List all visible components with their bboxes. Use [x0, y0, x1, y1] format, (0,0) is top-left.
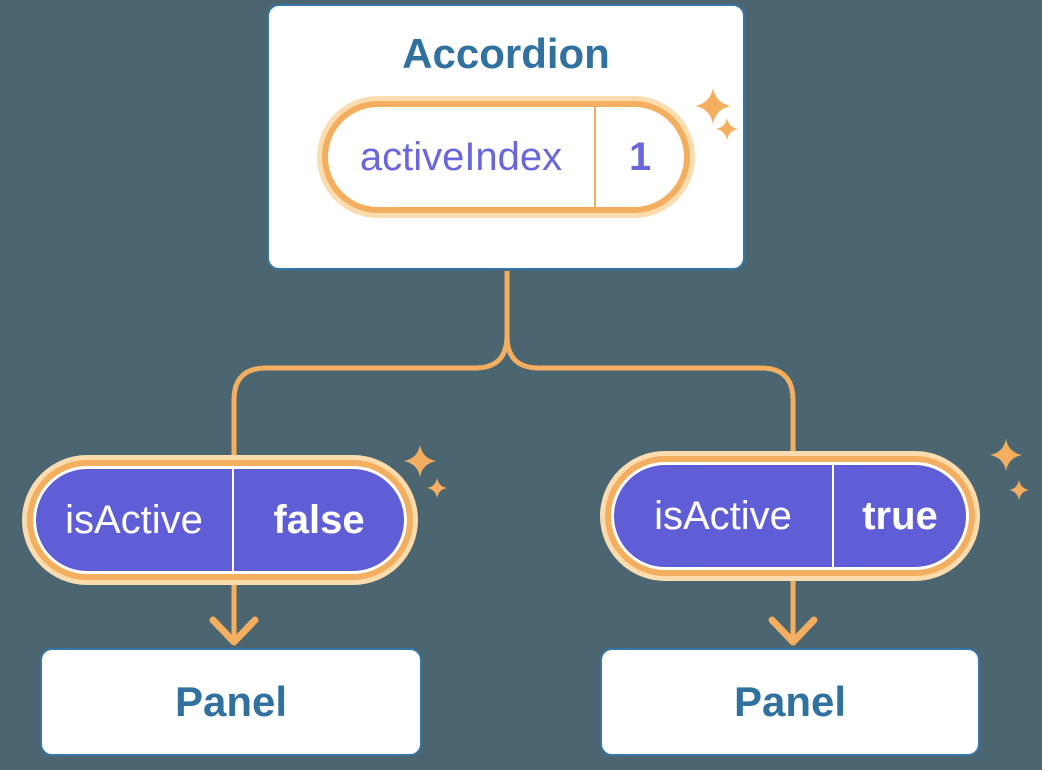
prop-pill-ring: isActive false — [27, 460, 413, 580]
sparkle-icon — [404, 445, 436, 477]
prop-pill-left: isActive false — [22, 455, 418, 585]
accordion-title: Accordion — [402, 30, 610, 77]
pill-divider — [232, 469, 234, 571]
prop-value-label: true — [862, 493, 938, 538]
sparkle-icon — [695, 88, 731, 124]
branch-left-line — [231, 271, 510, 637]
prop-value-label: false — [273, 497, 365, 542]
sparkle-icon — [990, 439, 1022, 471]
branch-right-line — [504, 271, 796, 637]
prop-pill-gap: isActive true — [611, 462, 969, 570]
panel-title: Panel — [174, 678, 288, 725]
state-value-label: 1 — [629, 134, 652, 179]
prop-pill-ring: isActive true — [605, 456, 975, 576]
state-pill: activeIndex 1 — [316, 96, 696, 219]
prop-name-label: isActive — [65, 497, 203, 542]
prop-name-label: isActive — [654, 493, 792, 538]
prop-pill-gap: isActive false — [33, 466, 407, 574]
prop-pill-right: isActive true — [600, 451, 980, 581]
sparkle-icon — [716, 118, 738, 140]
arrow-down-icon — [768, 616, 818, 646]
state-name-label: activeIndex — [359, 134, 563, 179]
pill-divider — [832, 465, 834, 567]
sparkle-icon — [1009, 480, 1029, 500]
accordion-card: Accordion activeIndex 1 — [267, 4, 745, 270]
pill-divider — [594, 107, 597, 208]
state-pill-inner: activeIndex 1 — [321, 101, 691, 214]
sparkle-icon — [427, 478, 447, 498]
panel-title: Panel — [733, 678, 847, 725]
prop-pill-body: isActive false — [36, 469, 404, 571]
prop-pill-body: isActive true — [614, 465, 966, 567]
panel-card-right: Panel — [600, 648, 980, 756]
arrow-down-icon — [209, 616, 259, 646]
panel-card-left: Panel — [40, 648, 422, 756]
